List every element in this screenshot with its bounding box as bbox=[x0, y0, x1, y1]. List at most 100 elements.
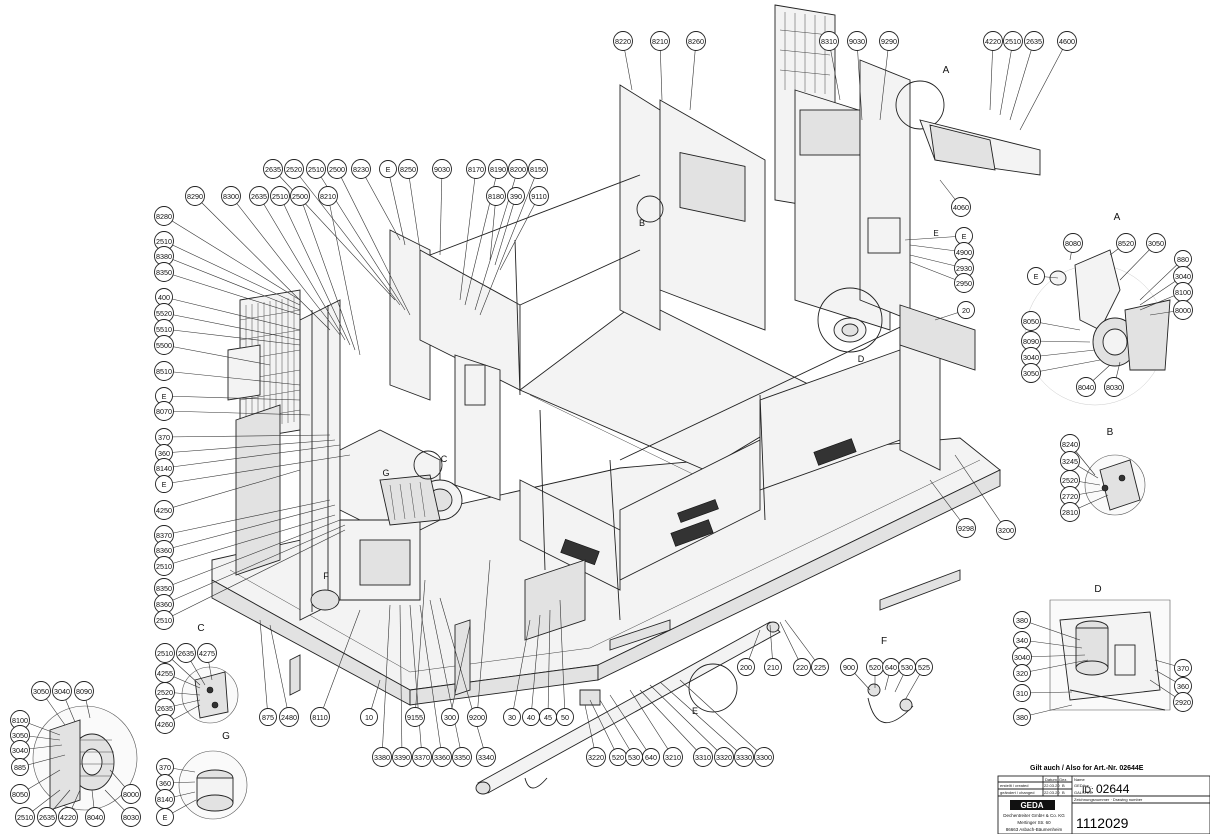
callout-leader-line bbox=[163, 370, 301, 386]
callout-circle bbox=[556, 708, 574, 726]
callout-number: 2510 bbox=[17, 813, 33, 822]
part-callout-bubble: 3390 bbox=[392, 747, 412, 767]
callout-circle bbox=[351, 159, 371, 179]
part-callout-bubble: 3340 bbox=[476, 747, 496, 767]
callout-circle bbox=[819, 31, 839, 51]
part-callout-bubble: 4250 bbox=[154, 500, 174, 520]
callout-circle bbox=[154, 556, 174, 576]
callout-circle bbox=[154, 262, 174, 282]
callout-circle bbox=[74, 681, 94, 701]
part-callout-bubble: 2500 bbox=[327, 159, 347, 179]
row-created-by: B bbox=[1062, 783, 1065, 788]
part-callout-bubble: 9298 bbox=[956, 518, 976, 538]
part-callout-bubble: 10 bbox=[360, 708, 378, 726]
callout-leader-line bbox=[589, 699, 619, 758]
part-callout-bubble: 3040 bbox=[10, 740, 30, 760]
part-callout-bubble: 8100 bbox=[1173, 282, 1193, 302]
callout-circle bbox=[155, 643, 175, 663]
part-callout-bubble: 2950 bbox=[954, 273, 974, 293]
part-callout-bubble: 9030 bbox=[847, 31, 867, 51]
callout-number: 30 bbox=[508, 713, 516, 722]
callout-number: 5520 bbox=[156, 309, 172, 318]
part-callout-bubble: 9110 bbox=[529, 186, 549, 206]
callout-leader-line bbox=[989, 40, 994, 111]
callout-circle bbox=[663, 747, 683, 767]
callout-number: 2635 bbox=[178, 649, 194, 658]
part-callout-bubble: 2510 bbox=[154, 610, 174, 630]
callout-circle bbox=[956, 518, 976, 538]
callout-number: 3300 bbox=[756, 753, 772, 762]
callout-leader-line bbox=[1009, 40, 1035, 121]
part-callout-bubble: 8290 bbox=[185, 186, 205, 206]
callout-number: 3360 bbox=[434, 753, 450, 762]
callout-circle bbox=[1060, 502, 1080, 522]
callout-number: 900 bbox=[843, 663, 855, 672]
part-callout-bubble: 640 bbox=[882, 658, 900, 676]
header-name: Name bbox=[1074, 777, 1085, 782]
callout-circle bbox=[176, 643, 196, 663]
part-callout-bubble: 8080 bbox=[1063, 233, 1083, 253]
callout-number: E bbox=[386, 165, 391, 174]
callout-circle bbox=[327, 159, 347, 179]
callout-circle bbox=[1063, 233, 1083, 253]
callout-number: 2500 bbox=[292, 192, 308, 201]
callout-circle bbox=[503, 708, 521, 726]
callout-number: 3210 bbox=[665, 753, 681, 762]
callout-number: 360 bbox=[158, 449, 170, 458]
callout-number: 8210 bbox=[652, 37, 668, 46]
part-callout-bubble: 30 bbox=[503, 708, 521, 726]
part-callout-bubble: 3050 bbox=[1146, 233, 1166, 253]
callout-circle bbox=[983, 31, 1003, 51]
callout-number: 2510 bbox=[156, 616, 172, 625]
callout-leader-line bbox=[1030, 349, 1096, 358]
callout-circle bbox=[155, 714, 175, 734]
callout-number: 8150 bbox=[530, 165, 546, 174]
part-callout-bubble: 4220 bbox=[58, 807, 78, 827]
drawing-number-label: Zeichnungsnummer · Drawing number bbox=[1074, 797, 1143, 802]
callout-number: 5500 bbox=[156, 341, 172, 350]
callout-circle bbox=[754, 747, 774, 767]
platform-assembly-illustration bbox=[211, 4, 1001, 795]
callout-leader-line bbox=[609, 694, 652, 758]
part-callout-bubble: E bbox=[156, 808, 174, 826]
callout-leader-line bbox=[659, 681, 745, 758]
part-callout-bubble: 3320 bbox=[714, 747, 734, 767]
callout-number: 370 bbox=[158, 433, 170, 442]
callout-number: 8350 bbox=[156, 584, 172, 593]
callout-circle bbox=[586, 747, 606, 767]
callout-circle bbox=[693, 747, 713, 767]
part-callout-bubble: 8170 bbox=[466, 159, 486, 179]
callout-circle bbox=[613, 31, 633, 51]
callout-number: 10 bbox=[365, 713, 373, 722]
callout-circle bbox=[1057, 31, 1077, 51]
callout-circle bbox=[185, 186, 205, 206]
callout-leader-line bbox=[269, 624, 290, 718]
callout-number: 2635 bbox=[1026, 37, 1042, 46]
callout-number: 8280 bbox=[156, 212, 172, 221]
callout-number: 8000 bbox=[1175, 306, 1191, 315]
detail-letter: B bbox=[1107, 427, 1114, 438]
part-callout-bubble: 8350 bbox=[154, 262, 174, 282]
detail-letter: D bbox=[858, 354, 865, 364]
callout-circle bbox=[270, 186, 290, 206]
detail-G-illustration bbox=[32, 705, 138, 811]
callout-leader-line bbox=[828, 40, 841, 101]
part-callout-bubble: 2810 bbox=[1060, 502, 1080, 522]
callout-circle bbox=[1024, 31, 1044, 51]
callout-number: 8300 bbox=[223, 192, 239, 201]
callout-number: 2810 bbox=[1062, 508, 1078, 517]
part-callout-bubble: 3210 bbox=[663, 747, 683, 767]
part-callout-bubble: 3300 bbox=[754, 747, 774, 767]
callout-leader-line bbox=[163, 499, 331, 536]
header-by: Gez. bbox=[1059, 777, 1067, 782]
callout-number: 400 bbox=[158, 293, 170, 302]
callout-number: 40 bbox=[527, 713, 535, 722]
callout-leader-line bbox=[163, 504, 336, 551]
callout-circle bbox=[154, 335, 174, 355]
callout-number: 4060 bbox=[953, 203, 969, 212]
part-callout-bubble: 4060 bbox=[951, 197, 971, 217]
callout-number: 2510 bbox=[1005, 37, 1021, 46]
callout-leader-line bbox=[163, 255, 301, 311]
part-callout-bubble: 9155 bbox=[405, 707, 425, 727]
callout-circle bbox=[154, 500, 174, 520]
